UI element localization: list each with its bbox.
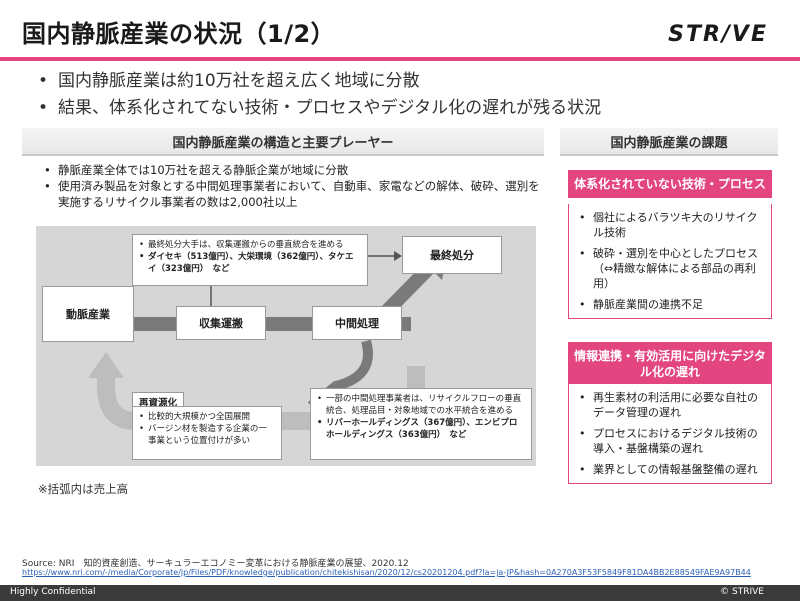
summary-bullet: 結果、体系化されてない技術・プロセスやデジタル化の遅れが残る状況 bbox=[38, 95, 601, 122]
footer-bar: Highly Confidential © STRIVE bbox=[0, 585, 800, 601]
recycle-loop-arrowhead bbox=[88, 352, 124, 378]
issue-item: プロセスにおけるデジタル技術の導入・基盤構築の遅れ bbox=[579, 426, 763, 456]
confidential-label: Highly Confidential bbox=[10, 587, 96, 597]
structure-bullet: 静脈産業全体では10万社を超える静脈企業が地域に分散 bbox=[44, 162, 544, 178]
note-item: バージン材を製造する企業の一事業という位置付けが多い bbox=[139, 423, 275, 447]
title-divider bbox=[0, 57, 800, 61]
source-citation: Source: NRI 知的資産創造、サーキュラーエコノミー変革における静脈産業… bbox=[22, 559, 409, 569]
structure-bullets: 静脈産業全体では10万社を超える静脈企業が地域に分散 使用済み製品を対象とする中… bbox=[44, 162, 544, 210]
note-item: 一部の中間処理事業者は、リサイクルフローの垂直統合、処理品目・対象地域での水平統… bbox=[317, 393, 525, 417]
note-item: 最終処分大手は、収集運搬からの垂直統合を進める bbox=[139, 239, 361, 251]
issue-item: 業界としての情報基盤整備の遅れ bbox=[579, 462, 763, 477]
box-intermediate: 中間処理 bbox=[312, 306, 402, 340]
source-link[interactable]: https://www.nri.com/-/media/Corporate/jp… bbox=[22, 568, 751, 577]
issue-panel-title: 情報連携・有効活用に向けたデジタル化の遅れ bbox=[568, 342, 772, 386]
structure-bullet: 使用済み製品を対象とする中間処理事業者において、自動車、家電などの解体、破砕、選… bbox=[44, 178, 544, 210]
to-recycle-arrow bbox=[307, 339, 373, 410]
issue-item: 破砕・選別を中心としたプロセス（⇔精緻な解体による部品の再利用） bbox=[579, 246, 763, 291]
issue-panel-title: 体系化されていない技術・プロセス bbox=[568, 170, 772, 198]
page-title: 国内静脈産業の状況（1/2） bbox=[22, 20, 336, 48]
note-final-disposal: 最終処分大手は、収集運搬からの垂直統合を進める ダイセキ（513億円）、大栄環境… bbox=[132, 234, 368, 286]
box-final-disposal: 最終処分 bbox=[402, 236, 502, 274]
industry-structure-diagram: 動脈産業 収集運搬 中間処理 最終処分 最終処分大手は、収集運搬からの垂直統合を… bbox=[36, 226, 536, 466]
note-item: ダイセキ（513億円）、大栄環境（362億円）、タケエイ（323億円） など bbox=[139, 251, 361, 275]
strive-logo: STR/VE bbox=[668, 22, 768, 47]
collection-to-final-head bbox=[394, 251, 402, 261]
note-intermediate: 一部の中間処理事業者は、リサイクルフローの垂直統合、処理品目・対象地域での水平統… bbox=[310, 388, 532, 460]
note-recycling: 比較的大規模かつ全国展開 バージン材を製造する企業の一事業という位置付けが多い bbox=[132, 406, 282, 460]
box-collection: 収集運搬 bbox=[176, 306, 266, 340]
issues-section-heading: 国内静脈産業の課題 bbox=[560, 128, 778, 156]
note-item: リバーホールディングス（367億円）、エンビプロホールディングス（363億円） … bbox=[317, 417, 525, 441]
structure-section-heading: 国内静脈産業の構造と主要プレーヤー bbox=[22, 128, 544, 156]
summary-bullets: 国内静脈産業は約10万社を超え広く地域に分散 結果、体系化されてない技術・プロセ… bbox=[38, 68, 601, 122]
box-arterial-industry: 動脈産業 bbox=[42, 286, 134, 342]
issue-panel-body: 個社によるバラツキ大のリサイクル技術 破砕・選別を中心としたプロセス（⇔精緻な解… bbox=[568, 204, 772, 319]
issue-item: 個社によるバラツキ大のリサイクル技術 bbox=[579, 210, 763, 240]
sales-footnote: ※括弧内は売上高 bbox=[38, 482, 129, 496]
issue-item: 再生素材の利活用に必要な自社のデータ管理の遅れ bbox=[579, 390, 763, 420]
note-item: 比較的大規模かつ全国展開 bbox=[139, 411, 275, 423]
issue-panel-body: 再生素材の利活用に必要な自社のデータ管理の遅れ プロセスにおけるデジタル技術の導… bbox=[568, 384, 772, 484]
summary-bullet: 国内静脈産業は約10万社を超え広く地域に分散 bbox=[38, 68, 601, 95]
copyright-label: © STRIVE bbox=[720, 587, 764, 597]
issue-item: 静脈産業間の連携不足 bbox=[579, 297, 763, 312]
